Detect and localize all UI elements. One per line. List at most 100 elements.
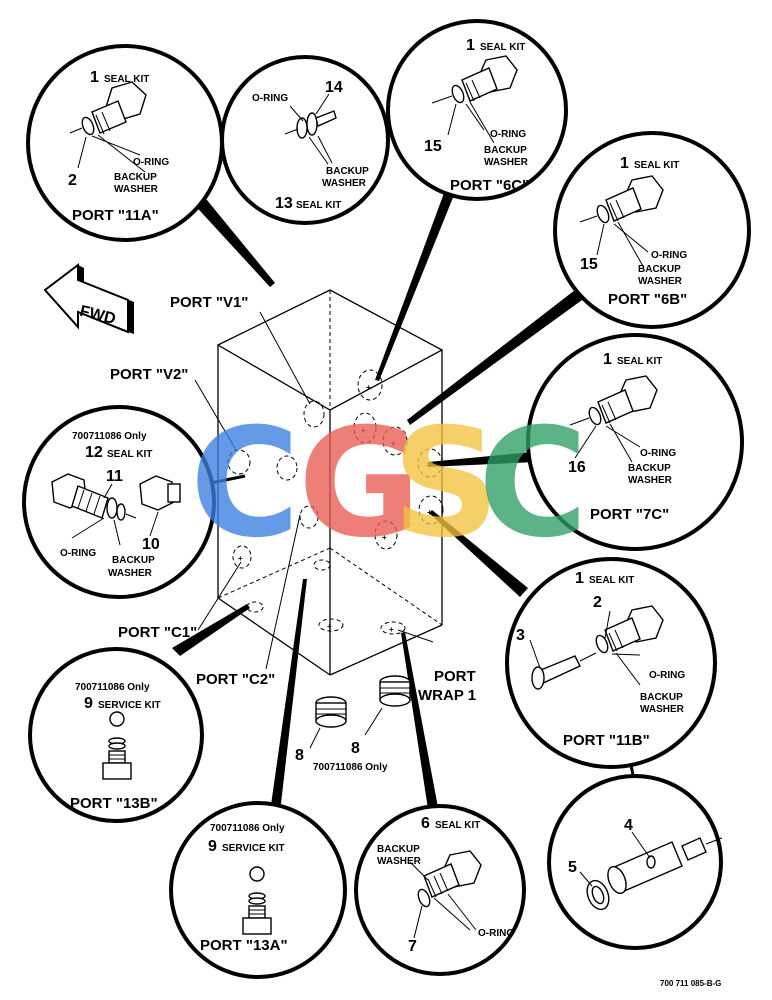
port-6c-title: PORT "6C" [450, 177, 529, 194]
watermark-letter-c2: C [478, 397, 588, 571]
seal-12-oring-label: O-RING [60, 548, 96, 559]
callout-seal-kit-13 [220, 55, 390, 225]
port-11b-oring-label: O-RING [649, 670, 685, 681]
port-6c-kit-number: 1 [466, 37, 475, 54]
callout-port-6b [553, 131, 751, 329]
port-wrap1-label-line1: PORT [434, 668, 476, 685]
callout-leaders [172, 193, 635, 822]
callout-port-13a [169, 801, 347, 979]
port-6b-item-number: 15 [580, 256, 598, 273]
port-6b-kit-number: 1 [620, 155, 629, 172]
port-11b-item-b: 3 [516, 627, 525, 644]
callout-port-13b [28, 647, 204, 823]
svg-text:+: + [391, 439, 396, 448]
svg-text:+: + [427, 508, 432, 517]
port-c1-label: PORT "C1" [118, 624, 197, 641]
seal-13-kit-number: 13 [275, 195, 293, 212]
port-11a-title: PORT "11A" [72, 207, 159, 224]
port-6c-backup-label-2: WASHER [484, 157, 529, 168]
port-6b-oring-label: O-RING [651, 250, 687, 261]
seal-12-item-a: 11 [106, 468, 123, 485]
watermark-letter-s: S [392, 397, 500, 571]
callout-seal-kit-6 [354, 804, 526, 976]
seal-13-oring-label: O-RING [252, 93, 288, 104]
callout-port-6c [386, 19, 568, 201]
loose-plug-left [309, 696, 347, 749]
port-11b-kit-number: 1 [575, 570, 584, 587]
port-11b-kit-label: SEAL KIT [589, 575, 634, 586]
seal-6-backup-label-1: BACKUP [377, 844, 420, 855]
port-7c-oring-label: O-RING [640, 448, 676, 459]
seal-6-kit-number: 6 [421, 815, 430, 832]
callout-port-11b [505, 557, 717, 769]
port-11b-item-a: 2 [593, 594, 602, 611]
port-6b-backup-label-1: BACKUP [638, 264, 681, 275]
port-11a-oring-label: O-RING [133, 157, 169, 168]
parts-4-5-item-b: 5 [568, 859, 577, 876]
callout-port-7c [526, 333, 744, 551]
seal-13-kit-label: SEAL KIT [296, 200, 341, 211]
callout-parts-4-5 [547, 774, 723, 950]
port-6c-oring-label: O-RING [490, 129, 526, 140]
port-13b-title: PORT "13B" [70, 795, 158, 812]
port-11a-kit-label: SEAL KIT [104, 74, 149, 85]
seal-13-item-number: 14 [325, 79, 343, 96]
seal-12-backup-label-1: BACKUP [112, 555, 155, 566]
seal-13-backup-label-1: BACKUP [326, 166, 369, 177]
port-13a-kit-number: 9 [208, 838, 217, 855]
fwd-arrow: FWD [43, 262, 134, 334]
port-7c-item-number: 16 [568, 459, 586, 476]
seal-12-kit-number: 12 [85, 444, 103, 461]
svg-text:+: + [238, 554, 243, 563]
seal-13-backup-label-2: WASHER [322, 178, 367, 189]
callout-seal-kit-12 [22, 405, 216, 599]
port-v1-label: PORT "V1" [170, 294, 248, 311]
port-label-leaders [194, 311, 434, 670]
right-plug-item-number: 8 [351, 740, 360, 757]
port-6c-item-number: 15 [424, 138, 442, 155]
watermark: C G S C [190, 397, 588, 571]
seal-6-item-number: 7 [408, 938, 417, 955]
port-11a-backup-label-1: BACKUP [114, 172, 157, 183]
seal-6-backup-label-2: WASHER [377, 856, 422, 867]
port-11a-backup-label-2: WASHER [114, 184, 159, 195]
port-6b-backup-label-2: WASHER [638, 276, 683, 287]
svg-text:+: + [361, 426, 366, 435]
port-7c-backup-label-1: BACKUP [628, 463, 671, 474]
port-11a-item-number: 2 [68, 172, 77, 189]
watermark-letter-c1: C [190, 397, 300, 571]
seal-12-note: 700711086 Only [72, 431, 147, 442]
svg-text:+: + [327, 622, 332, 631]
port-13b-note: 700711086 Only [75, 682, 150, 693]
port-7c-title: PORT "7C" [590, 506, 669, 523]
seal-12-backup-label-2: WASHER [108, 568, 153, 579]
svg-text:+: + [366, 383, 371, 392]
port-13b-kit-number: 9 [84, 695, 93, 712]
seal-6-kit-label: SEAL KIT [435, 820, 480, 831]
port-6c-backup-label-1: BACKUP [484, 145, 527, 156]
port-11a-kit-number: 1 [90, 69, 99, 86]
port-c2-label: PORT "C2" [196, 671, 275, 688]
port-6b-title: PORT "6B" [608, 291, 687, 308]
drawing-number: 700 711 085-B-G [660, 979, 721, 988]
port-11b-backup-label-2: WASHER [640, 704, 685, 715]
seal-12-item-b: 10 [142, 536, 160, 553]
svg-text:+: + [426, 461, 431, 470]
loose-plug-right [364, 675, 411, 736]
port-6b-kit-label: SEAL KIT [634, 160, 679, 171]
manifold-block: + + + + + + + + + [216, 289, 444, 676]
svg-text:+: + [382, 533, 387, 542]
port-13a-kit-label: SERVICE KIT [222, 843, 285, 854]
right-plug-note: 700711086 Only [313, 762, 388, 773]
port-13a-note: 700711086 Only [210, 823, 285, 834]
port-7c-kit-number: 1 [603, 351, 612, 368]
port-7c-kit-label: SEAL KIT [617, 356, 662, 367]
port-11b-title: PORT "11B" [563, 732, 650, 749]
left-plug-item-number: 8 [295, 747, 304, 764]
seal-12-kit-label: SEAL KIT [107, 449, 152, 460]
port-v2-label: PORT "V2" [110, 366, 188, 383]
parts-4-5-item-a: 4 [624, 817, 633, 834]
port-wrap1-label-line2: WRAP 1 [418, 687, 476, 704]
